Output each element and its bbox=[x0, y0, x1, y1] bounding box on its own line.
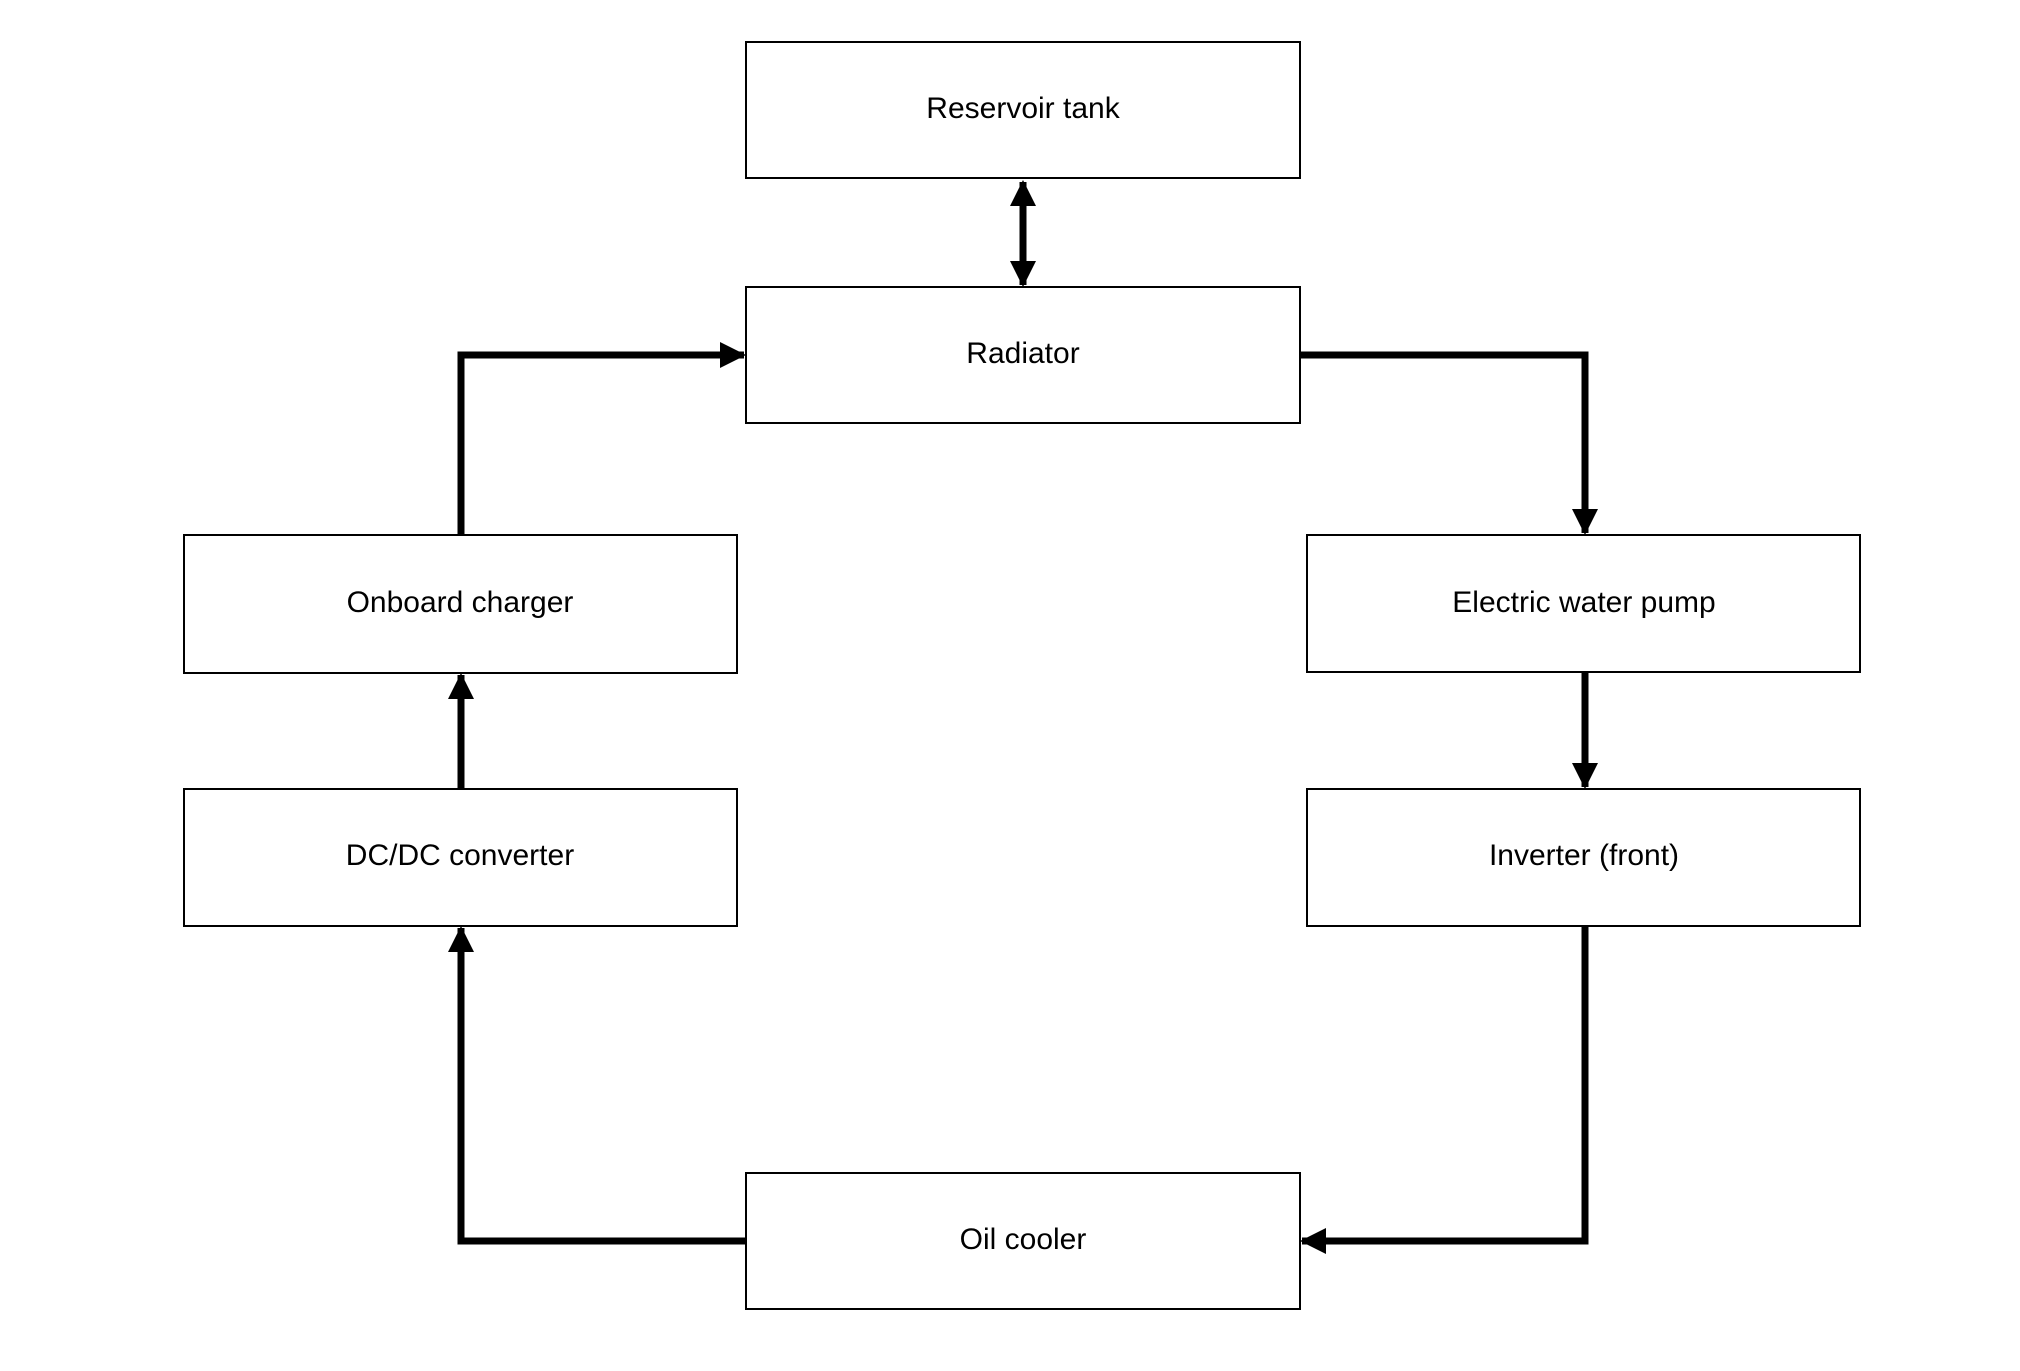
edge-oilcooler-dcdc bbox=[448, 926, 746, 1245]
node-onboard-charger-label: Onboard charger bbox=[347, 586, 574, 619]
node-oil-cooler-label: Oil cooler bbox=[960, 1223, 1087, 1256]
node-radiator-label: Radiator bbox=[966, 337, 1079, 370]
node-electric-water-pump-label: Electric water pump bbox=[1452, 586, 1715, 619]
node-reservoir-tank-label: Reservoir tank bbox=[926, 92, 1120, 125]
node-dc-dc-converter-label: DC/DC converter bbox=[346, 839, 574, 872]
node-reservoir-tank: Reservoir tank bbox=[745, 41, 1301, 179]
nodes: Reservoir tank Radiator Onboard charger … bbox=[183, 41, 1861, 1310]
edge-inverter-oilcooler bbox=[1300, 927, 1589, 1254]
node-dc-dc-converter: DC/DC converter bbox=[183, 788, 738, 927]
edge-radiator-pump bbox=[1300, 351, 1598, 535]
connectors bbox=[448, 180, 1598, 1254]
node-inverter-front: Inverter (front) bbox=[1306, 788, 1861, 927]
node-radiator: Radiator bbox=[745, 286, 1301, 424]
node-inverter-front-label: Inverter (front) bbox=[1489, 839, 1679, 872]
node-onboard-charger: Onboard charger bbox=[183, 534, 738, 674]
node-electric-water-pump: Electric water pump bbox=[1306, 534, 1861, 673]
node-oil-cooler: Oil cooler bbox=[745, 1172, 1301, 1310]
edge-charger-radiator bbox=[457, 342, 746, 535]
